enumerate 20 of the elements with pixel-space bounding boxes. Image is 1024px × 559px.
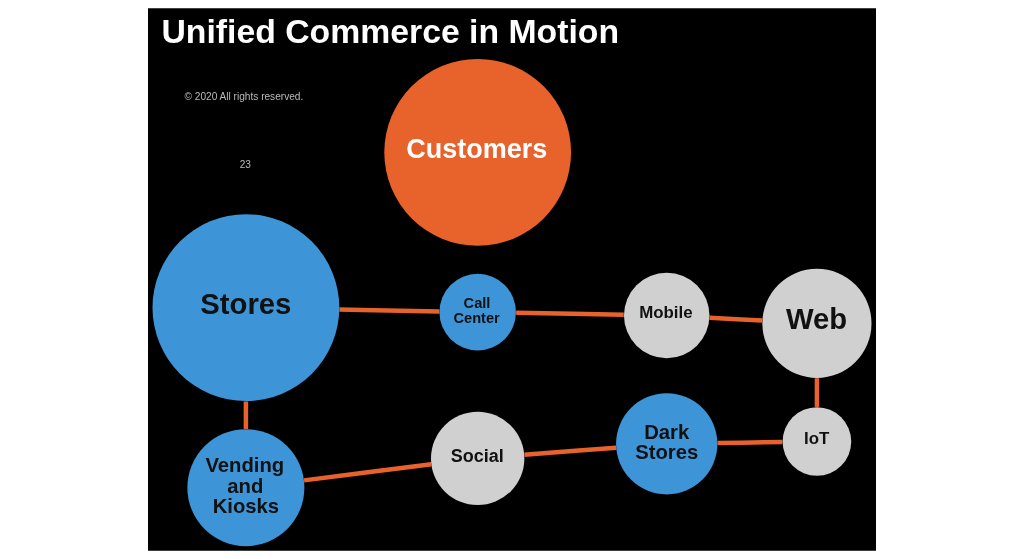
node-circle: IoT — [782, 407, 852, 476]
label: 23 — [239, 159, 251, 171]
node-circle: Mobile — [623, 272, 710, 359]
connector — [303, 461, 432, 483]
connector — [516, 310, 624, 317]
connector — [717, 439, 783, 446]
node-circle: Social — [431, 411, 525, 506]
connector — [524, 445, 617, 458]
node-circle: Web — [762, 268, 872, 378]
connector — [709, 315, 763, 323]
label: © 2020 All rights reserved. — [184, 90, 304, 102]
node-circle: Dark Stores — [616, 393, 718, 495]
node-circle: Stores — [152, 214, 340, 401]
connector — [814, 378, 820, 407]
node-circle: Customers — [384, 58, 572, 246]
connector — [243, 401, 249, 429]
node-circle: Vending and Kiosks — [187, 429, 305, 547]
diagram-title: Unified Commerce in Motion — [161, 12, 620, 51]
node-circle: Call Center — [439, 273, 516, 351]
connector — [339, 307, 440, 314]
